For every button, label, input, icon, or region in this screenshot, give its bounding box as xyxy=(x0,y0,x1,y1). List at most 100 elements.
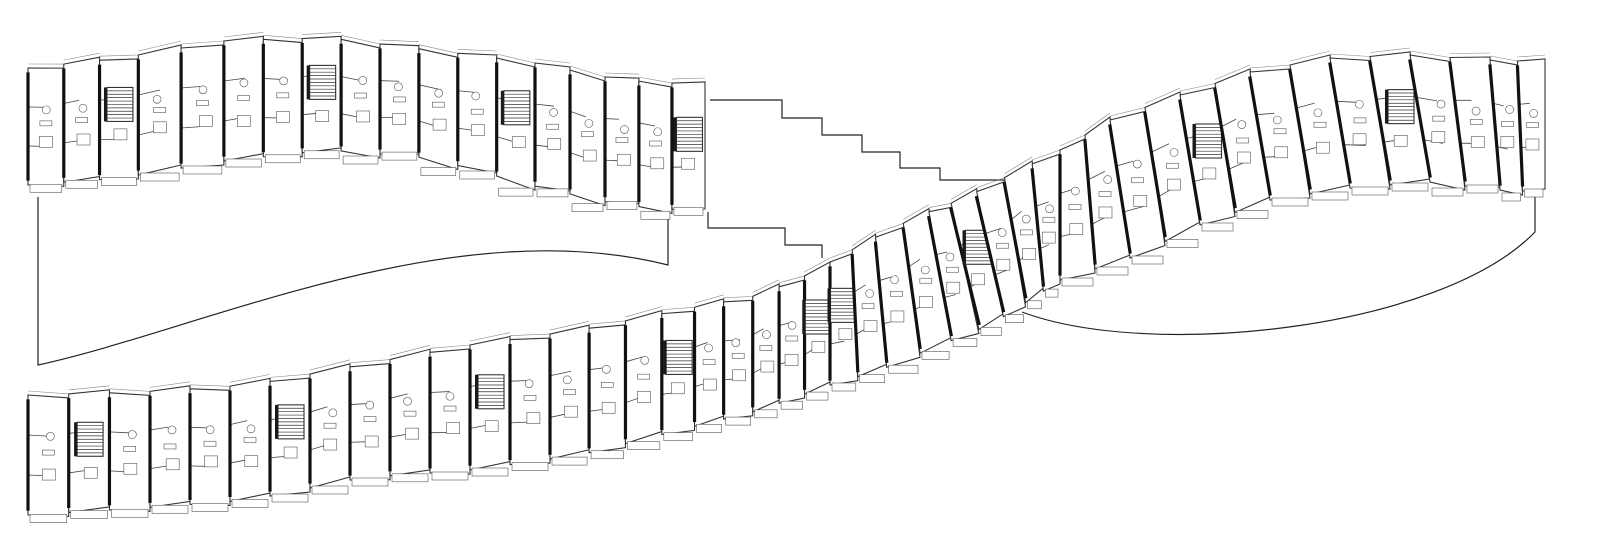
facade-glazing xyxy=(852,229,876,247)
party-wall xyxy=(1328,62,1352,184)
apartment-bay xyxy=(468,332,511,477)
room-partition xyxy=(936,251,948,256)
bed xyxy=(405,427,419,440)
facade-glazing xyxy=(1084,112,1111,132)
facade-glazing xyxy=(950,184,977,200)
dining-table xyxy=(78,103,88,113)
core-wall xyxy=(1192,124,1196,158)
facade-glazing xyxy=(1004,156,1033,175)
bed xyxy=(1393,135,1408,147)
balcony xyxy=(391,473,429,483)
sofa xyxy=(615,137,629,143)
apartment-bay xyxy=(268,373,311,503)
balcony xyxy=(1045,288,1059,298)
dining-table xyxy=(524,379,534,388)
apartment-bay xyxy=(1083,112,1131,276)
bed xyxy=(732,369,746,382)
bed xyxy=(364,435,379,448)
dining-table xyxy=(41,105,51,115)
sofa xyxy=(393,96,406,103)
apartment-bay xyxy=(1515,54,1546,198)
facade-glazing xyxy=(189,384,231,387)
bay-outline xyxy=(27,394,70,518)
bay-outline xyxy=(509,337,551,466)
sofa xyxy=(563,389,576,395)
room-partition xyxy=(994,269,1008,276)
bed xyxy=(1525,138,1540,151)
balcony xyxy=(420,167,457,176)
bed xyxy=(199,115,213,127)
bay-outline xyxy=(340,38,381,159)
balcony xyxy=(1201,222,1234,232)
dining-table xyxy=(46,432,55,441)
facade-glazing xyxy=(63,52,100,61)
facade-glazing xyxy=(1449,52,1491,54)
upper-left-wing xyxy=(26,32,706,220)
bed xyxy=(1316,141,1330,154)
sofa xyxy=(731,352,745,359)
room-partition xyxy=(694,342,708,348)
bay-outline xyxy=(569,69,606,207)
apartment-bay xyxy=(873,223,921,374)
facade-glazing xyxy=(229,374,271,383)
sofa xyxy=(363,416,377,422)
dining-table xyxy=(1103,175,1112,184)
apartment-bay xyxy=(26,390,70,523)
facade-glazing xyxy=(661,306,695,310)
sofa xyxy=(1526,122,1539,128)
facade-glazing xyxy=(928,203,952,208)
apartment-bay xyxy=(508,333,551,471)
stair-core xyxy=(103,86,134,122)
bay-outline xyxy=(723,299,754,420)
apartment-bay xyxy=(827,249,859,392)
bed xyxy=(283,446,298,459)
room-partition xyxy=(68,470,87,474)
lower-curved-wing xyxy=(26,257,832,523)
core-wall xyxy=(962,230,966,265)
sofa xyxy=(1353,117,1367,124)
sofa xyxy=(1501,121,1514,127)
apartment-bay xyxy=(179,40,225,175)
dining-table xyxy=(167,425,177,435)
sofa xyxy=(163,443,177,450)
facade-glazing xyxy=(469,332,511,342)
balcony xyxy=(590,450,624,460)
room-partition xyxy=(149,426,169,431)
sofa xyxy=(996,242,1009,249)
facade-glazing xyxy=(804,257,831,273)
apartment-bay xyxy=(637,76,673,220)
balcony xyxy=(1236,210,1269,219)
apartment-bay xyxy=(587,320,627,460)
balcony xyxy=(498,187,534,197)
bed xyxy=(971,273,985,286)
dining-table xyxy=(279,76,288,86)
room-partition xyxy=(379,80,400,82)
dining-table xyxy=(653,127,662,137)
stair-core xyxy=(673,116,704,152)
apartment-bay xyxy=(623,306,663,450)
stair-core xyxy=(1385,89,1415,125)
room-partition xyxy=(625,355,645,363)
party-wall xyxy=(1368,60,1392,181)
bed xyxy=(1167,178,1181,191)
apartment-bay xyxy=(1213,64,1271,219)
leader-left-drop xyxy=(37,197,669,366)
sofa xyxy=(890,290,903,297)
party-wall xyxy=(949,207,981,326)
leader-right-arc xyxy=(1021,192,1536,335)
facade-glazing xyxy=(1249,64,1291,69)
dining-table xyxy=(787,321,797,330)
dining-table xyxy=(239,78,249,88)
party-wall xyxy=(850,254,860,373)
balcony xyxy=(627,441,661,450)
sofa xyxy=(1042,216,1056,223)
bed xyxy=(946,281,961,294)
apartment-bay xyxy=(1108,107,1166,265)
sofa xyxy=(403,410,417,417)
dining-table xyxy=(731,338,741,347)
balcony xyxy=(65,179,98,189)
sofa xyxy=(1131,177,1144,184)
core-wall xyxy=(802,300,806,334)
sofa xyxy=(523,395,537,401)
sofa xyxy=(276,92,290,99)
